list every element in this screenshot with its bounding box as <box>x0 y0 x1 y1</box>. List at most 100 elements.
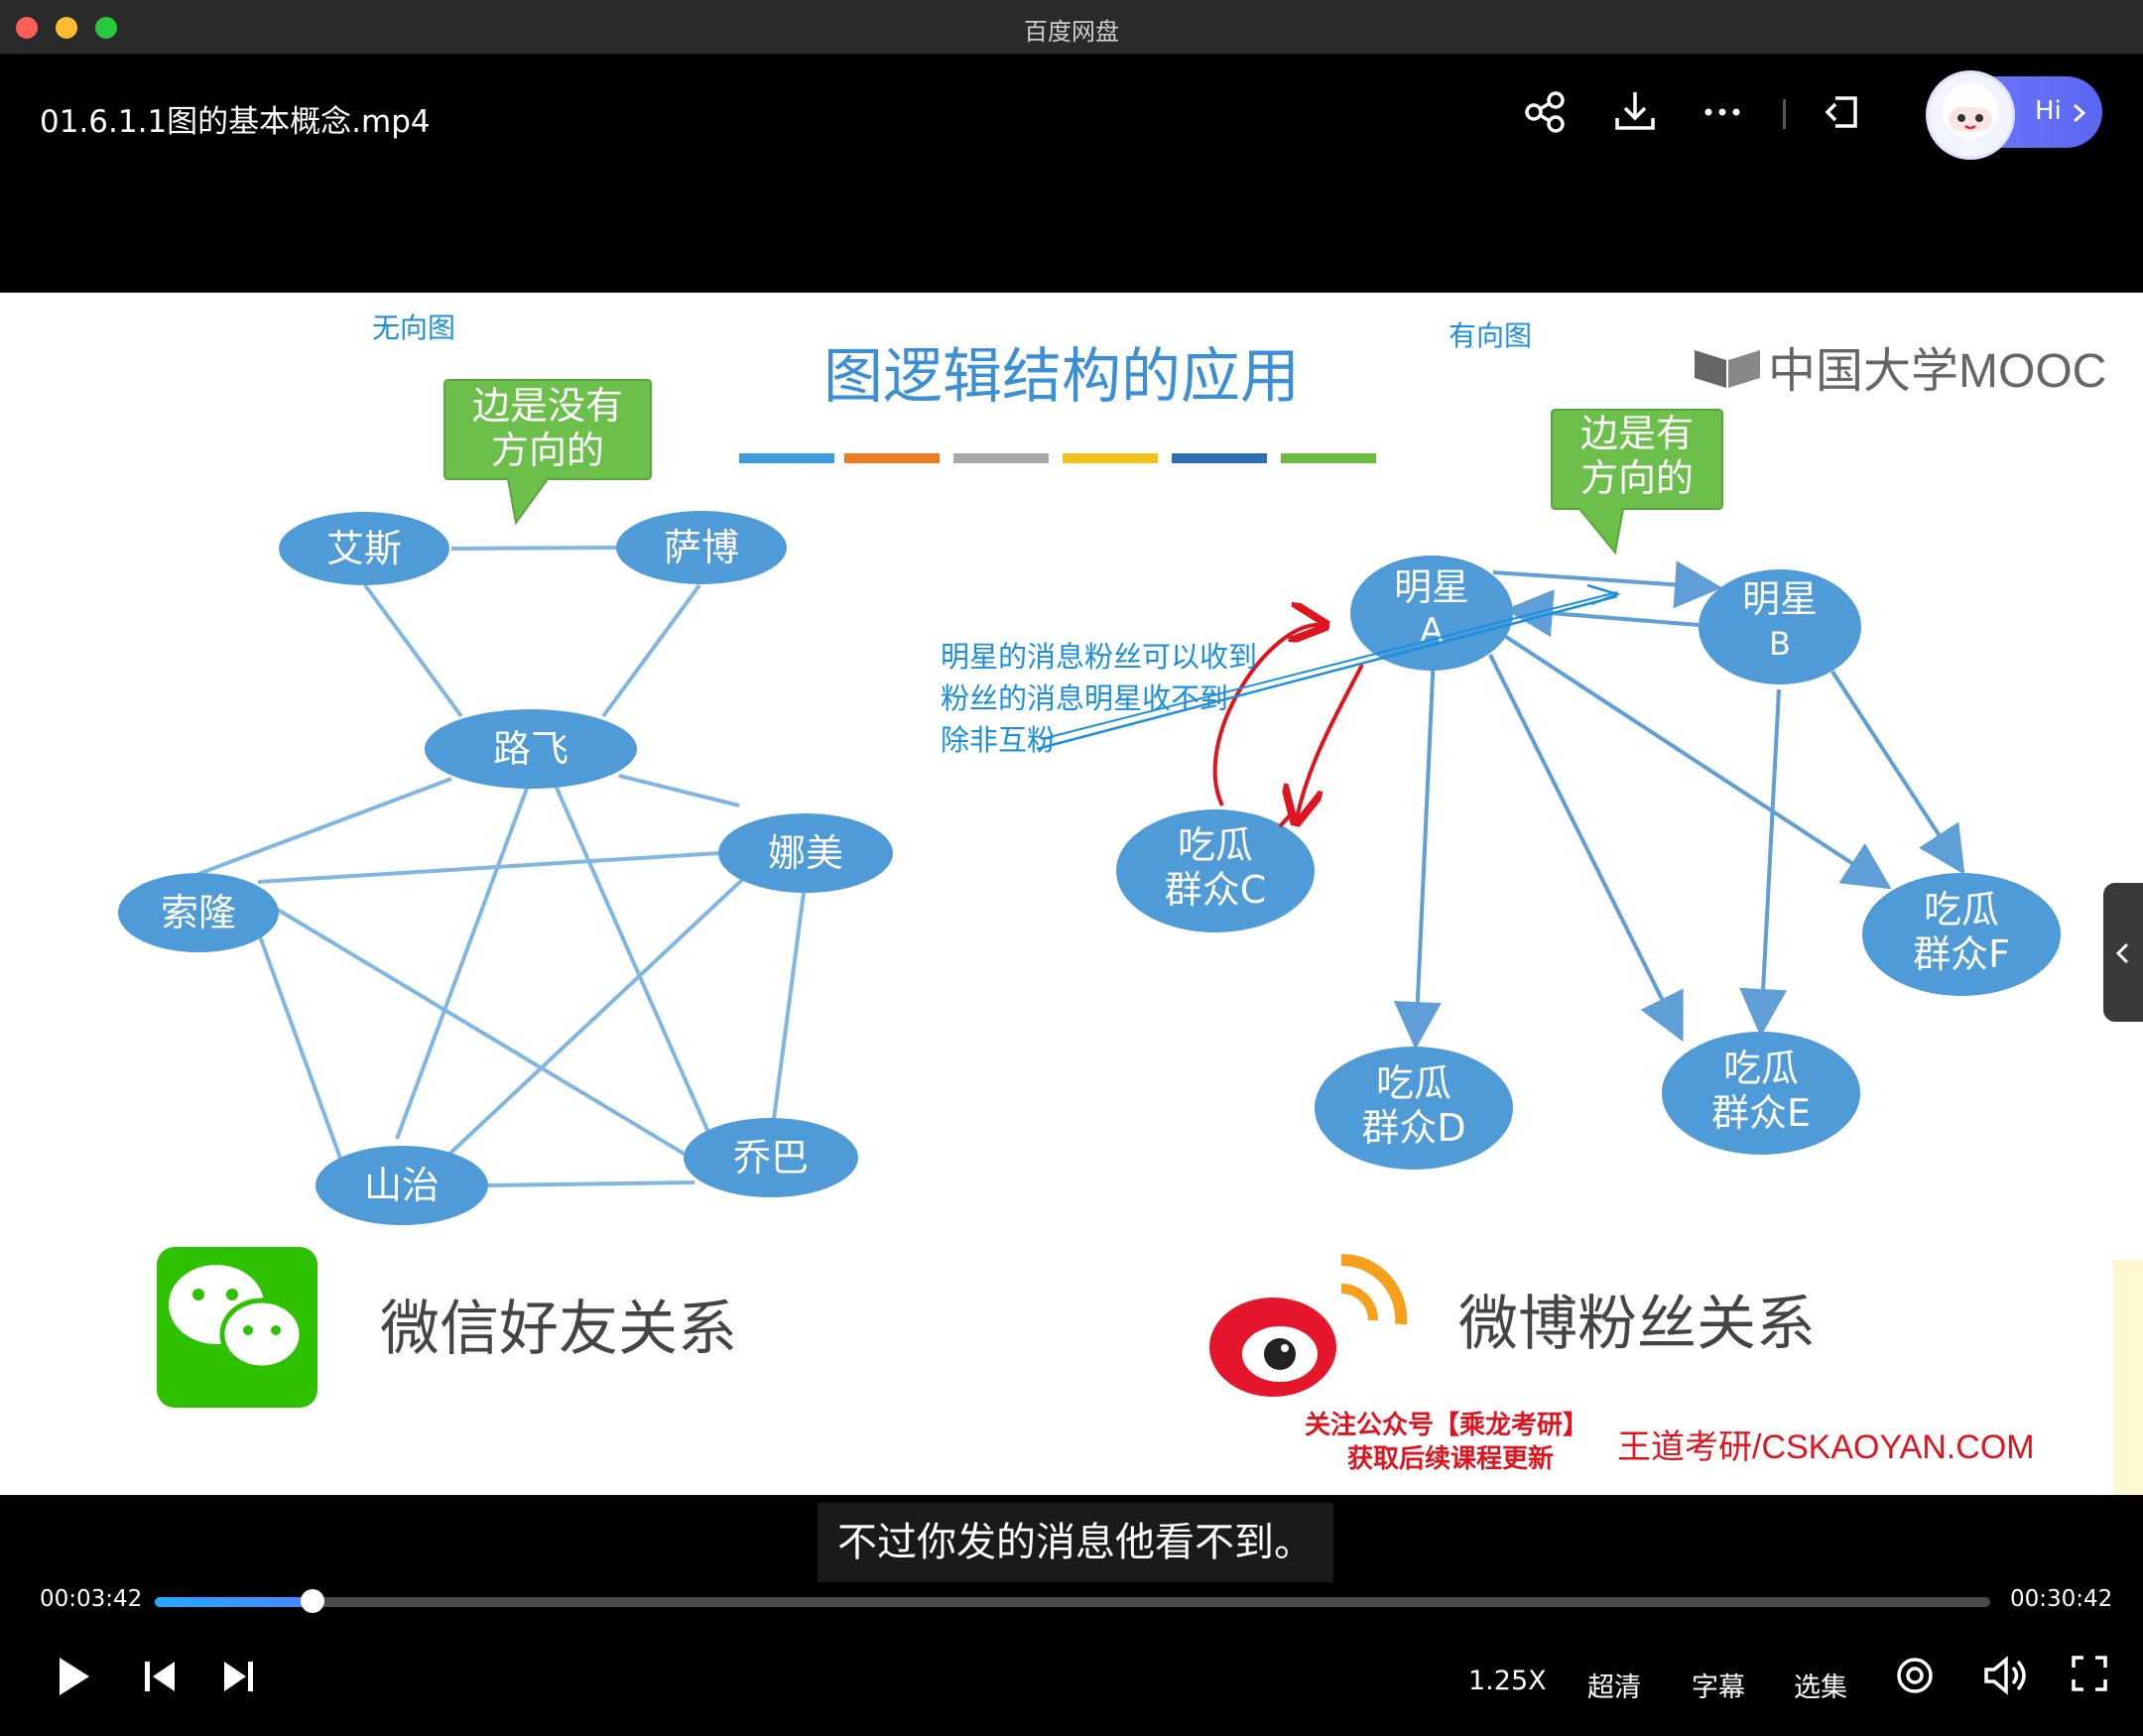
chevron-left-icon <box>2115 942 2129 964</box>
panel-toggle-icon <box>1825 96 1857 128</box>
promo-line2: 获取后续课程更新 <box>1347 1443 1554 1474</box>
robot-avatar-icon <box>1943 83 1998 139</box>
callout-directed-line1: 边是有 <box>1580 412 1694 455</box>
progress-thumb[interactable] <box>301 1589 325 1613</box>
callout-directed-line2: 方向的 <box>1580 456 1694 500</box>
assistant-avatar <box>1926 70 2015 160</box>
assistant-label: Hi <box>2035 96 2062 126</box>
svg-text:中国大学MOOC: 中国大学MOOC <box>1768 345 2106 398</box>
svg-text:吃瓜: 吃瓜 <box>1723 1047 1799 1090</box>
weibo-logo <box>1209 1253 1408 1397</box>
svg-text:明星的消息粉丝可以收到: 明星的消息粉丝可以收到 <box>941 640 1257 674</box>
window-titlebar: 百度网盘 <box>0 0 2143 55</box>
next-button[interactable] <box>216 1652 260 1705</box>
player-header: 01.6.1.1图的基本概念.mp4 <box>0 55 2143 293</box>
skip-previous-icon <box>145 1662 175 1691</box>
node-namei: 娜美 <box>718 813 893 893</box>
svg-text:娜美: 娜美 <box>768 831 843 875</box>
eye-protect-button[interactable] <box>1893 1654 1937 1701</box>
mooc-logo: 中国大学MOOC <box>1695 345 2106 398</box>
callout-directed: 边是有 方向的 <box>1551 409 1723 556</box>
share-icon <box>1525 91 1565 133</box>
node-fan-d: 吃瓜 群众D <box>1315 1047 1513 1170</box>
directed-edges <box>1393 560 1965 1050</box>
node-star-a: 明星 A <box>1350 556 1513 671</box>
svg-text:群众E: 群众E <box>1711 1091 1811 1135</box>
current-time: 00:03:42 <box>40 1586 143 1612</box>
maximize-window-button[interactable] <box>95 17 117 39</box>
callout-undirected-line1: 边是没有 <box>472 384 623 428</box>
svg-text:路飞: 路飞 <box>493 727 568 771</box>
more-dots-icon <box>1704 108 1740 116</box>
svg-text:吃瓜: 吃瓜 <box>1376 1061 1451 1105</box>
fullscreen-button[interactable] <box>2070 1654 2109 1697</box>
side-panel-toggle[interactable] <box>2103 883 2143 1022</box>
play-button[interactable] <box>52 1652 95 1705</box>
handwritten-annotation: 明星的消息粉丝可以收到 粉丝的消息明星收不到 除非互粉 <box>941 583 1621 757</box>
undirected-label: 无向图 <box>372 311 455 344</box>
node-lufei: 路飞 <box>425 709 637 789</box>
svg-text:粉丝的消息明星收不到: 粉丝的消息明星收不到 <box>941 682 1228 715</box>
minimize-window-button[interactable] <box>56 17 77 39</box>
close-window-button[interactable] <box>16 17 38 39</box>
svg-text:萨博: 萨博 <box>664 526 739 569</box>
skip-next-icon <box>224 1662 253 1691</box>
site-watermark: 王道考研/CSKAOYAN.COM <box>1617 1428 2035 1466</box>
assistant-button[interactable]: Hi <box>1926 70 2102 160</box>
progress-bar[interactable] <box>155 1589 1990 1613</box>
svg-text:群众C: 群众C <box>1165 868 1267 912</box>
undirected-edges <box>197 546 806 1187</box>
node-fan-f: 吃瓜 群众F <box>1862 873 2061 996</box>
svg-text:明星: 明星 <box>1742 577 1818 621</box>
svg-text:B: B <box>1769 625 1791 663</box>
svg-text:除非互粉: 除非互粉 <box>941 723 1056 757</box>
node-fan-e: 吃瓜 群众E <box>1662 1032 1860 1155</box>
download-icon <box>1615 92 1655 130</box>
player-controls: 不过你发的消息他看不到。 00:03:42 00:30:42 1.25X 超清 … <box>0 1495 2143 1736</box>
volume-button[interactable] <box>1980 1654 2028 1701</box>
collapse-panel-button[interactable] <box>1816 84 1871 140</box>
node-qiaoba: 乔巴 <box>684 1118 858 1197</box>
node-fan-c: 吃瓜 群众C <box>1116 809 1315 932</box>
eye-icon <box>1897 1658 1933 1693</box>
video-frame[interactable]: 图逻辑结构的应用 中国大学MOOC 无向图 有向图 边是没有 方向的 边是有 <box>0 293 2143 1495</box>
download-button[interactable] <box>1607 84 1663 140</box>
svg-text:群众D: 群众D <box>1361 1106 1465 1150</box>
node-sabo: 萨博 <box>616 511 787 584</box>
svg-text:吃瓜: 吃瓜 <box>1924 888 1999 931</box>
wechat-logo <box>157 1247 317 1408</box>
directed-label: 有向图 <box>1449 319 1532 352</box>
chevron-right-icon <box>2074 103 2086 123</box>
previous-button[interactable] <box>139 1652 183 1705</box>
slide-canvas: 图逻辑结构的应用 中国大学MOOC 无向图 有向图 边是没有 方向的 边是有 <box>118 311 2106 1474</box>
node-suolong: 索隆 <box>118 873 279 952</box>
node-aisi: 艾斯 <box>279 512 449 585</box>
svg-text:乔巴: 乔巴 <box>733 1136 809 1179</box>
node-star-b: 明星 B <box>1699 569 1861 684</box>
callout-undirected: 边是没有 方向的 <box>443 379 652 526</box>
video-file-title: 01.6.1.1图的基本概念.mp4 <box>40 104 431 140</box>
weibo-caption: 微博粉丝关系 <box>1458 1290 1816 1359</box>
window-title: 百度网盘 <box>1024 18 1119 46</box>
total-time: 00:30:42 <box>2010 1586 2113 1612</box>
svg-text:艾斯: 艾斯 <box>326 527 402 570</box>
share-button[interactable] <box>1518 84 1574 140</box>
play-icon <box>60 1658 89 1695</box>
toolbar-divider <box>1783 99 1786 129</box>
speed-button[interactable]: 1.25X <box>1468 1666 1547 1696</box>
more-button[interactable] <box>1695 84 1750 140</box>
node-shanzhi: 山治 <box>315 1146 488 1225</box>
svg-text:索隆: 索隆 <box>161 891 236 934</box>
color-bar <box>739 453 1376 463</box>
svg-text:山治: 山治 <box>364 1164 440 1207</box>
svg-text:群众F: 群众F <box>1913 932 2010 976</box>
episodes-button[interactable]: 选集 <box>1794 1673 1847 1703</box>
callout-undirected-line2: 方向的 <box>491 429 604 472</box>
progress-fill <box>155 1597 314 1607</box>
volume-icon <box>1984 1656 2026 1695</box>
promo-line1: 关注公众号【乘龙考研】 <box>1305 1410 1588 1440</box>
svg-text:明星: 明星 <box>1394 565 1469 609</box>
captions-button[interactable]: 字幕 <box>1692 1673 1745 1703</box>
quality-button[interactable]: 超清 <box>1587 1673 1641 1703</box>
slide-title: 图逻辑结构的应用 <box>823 343 1300 410</box>
